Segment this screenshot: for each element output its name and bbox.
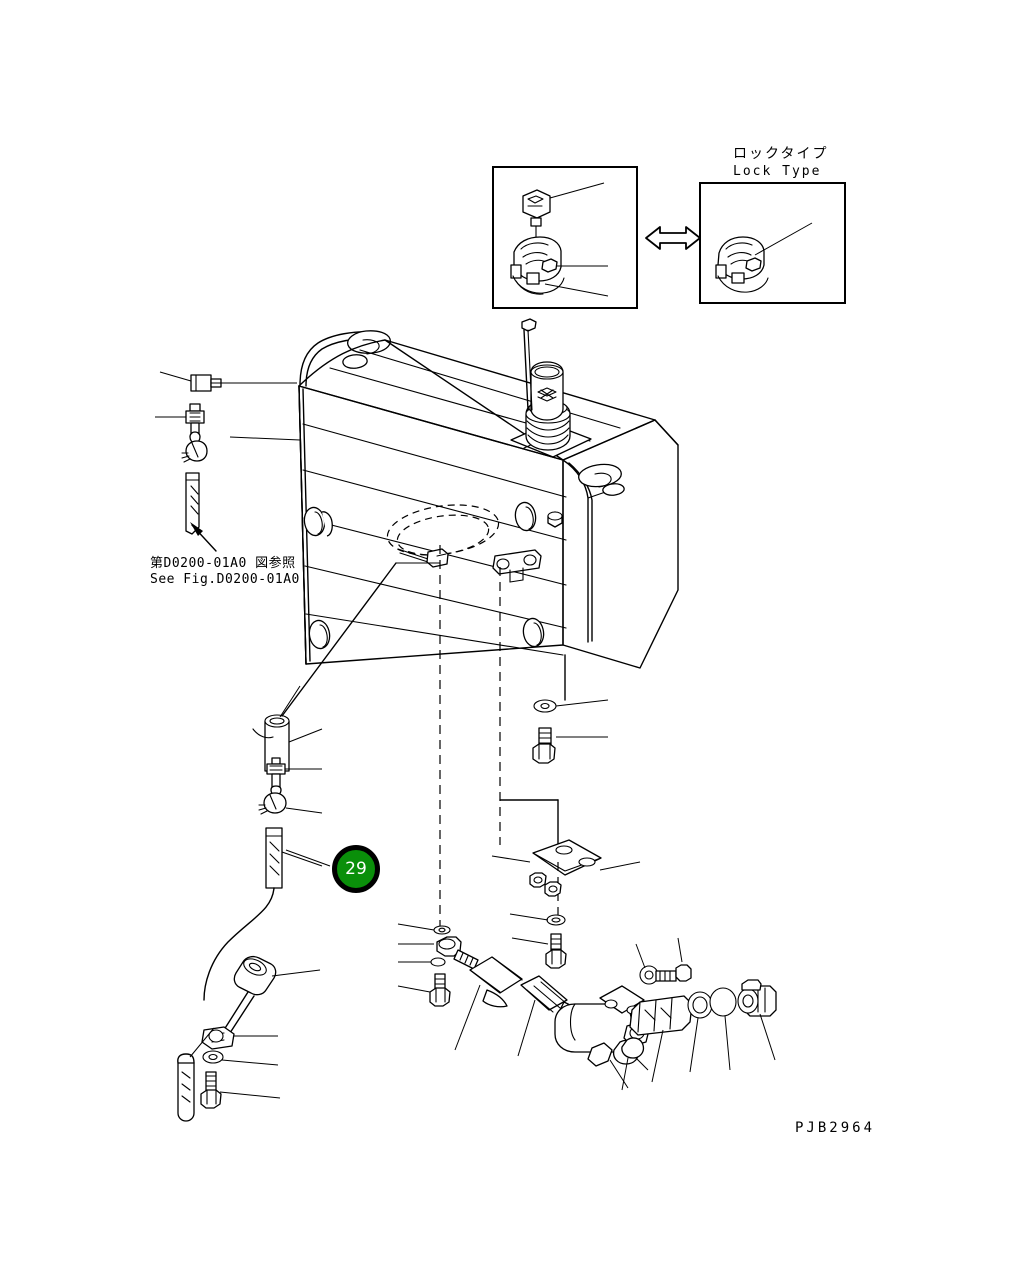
reference-note-english: See Fig.D0200-01A0 — [150, 572, 300, 587]
callout-29-leader — [285, 849, 331, 867]
mounting-bracket — [491, 839, 641, 969]
upper-left-fittings — [155, 371, 301, 552]
lock-type-label-english: Lock Type — [733, 164, 822, 179]
callout-marker-29-label: 29 — [345, 858, 367, 879]
bottom-right-parts — [621, 937, 777, 1091]
inset-standard-cap-box — [492, 166, 638, 309]
callout-marker-29[interactable]: 29 — [332, 845, 380, 893]
level-rod-part — [521, 318, 537, 411]
lower-left-fittings — [203, 685, 323, 1001]
bottom-left-assembly — [177, 955, 321, 1122]
fuel-tank-body — [298, 330, 679, 669]
drawing-number: PJB2964 — [795, 1120, 876, 1136]
inset-lock-cap-box — [699, 182, 846, 304]
tank-base-fasteners — [532, 654, 609, 764]
lock-type-label-japanese: ロックタイプ — [733, 146, 829, 162]
tank-hidden-leaders — [281, 545, 559, 930]
inset-equivalence-arrow — [645, 226, 701, 250]
reference-note-japanese: 第D0200-01A0 図参照 — [150, 556, 296, 571]
strainer-part — [530, 361, 564, 421]
drain-valve-assembly — [397, 923, 650, 1089]
